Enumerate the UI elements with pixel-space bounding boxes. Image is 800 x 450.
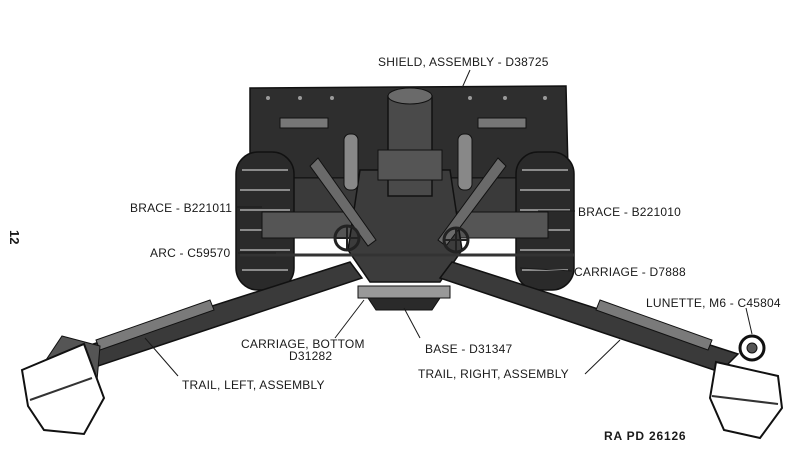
shield-bracket-right <box>477 117 527 129</box>
equilibrator-left <box>343 133 359 191</box>
brace-left <box>309 157 377 247</box>
equilibrator-right <box>457 133 473 191</box>
traverse-handwheel <box>333 224 361 252</box>
label-lunette: LUNETTE, M6 - C45804 <box>646 296 781 310</box>
shield-bracket-left <box>279 117 329 129</box>
page-number: 12 <box>7 230 22 245</box>
base-plate <box>367 297 441 311</box>
elevation-handwheel <box>442 226 470 254</box>
label-carriage-bottom: CARRIAGE, BOTTOM <box>241 337 365 351</box>
label-shield-assembly: SHIELD, ASSEMBLY - D38725 <box>378 55 549 69</box>
label-arc: ARC - C59570 <box>150 246 231 260</box>
label-carriage-bottom-code: D31282 <box>289 349 333 363</box>
leader-lines <box>144 69 753 377</box>
figure-code: RA PD 26126 <box>604 429 687 443</box>
label-trail-right: TRAIL, RIGHT, ASSEMBLY <box>418 367 569 381</box>
lunette-ring <box>738 334 766 362</box>
label-brace-right: BRACE - B221010 <box>578 205 682 219</box>
trail-right <box>438 261 784 440</box>
trail-left <box>20 261 364 436</box>
label-base: BASE - D31347 <box>425 342 513 356</box>
label-brace-left: BRACE - B221011 <box>130 201 233 215</box>
gun-barrel <box>377 87 443 197</box>
bottom-carriage <box>357 285 451 299</box>
label-trail-left: TRAIL, LEFT, ASSEMBLY <box>182 378 325 392</box>
label-carriage: CARRIAGE - D7888 <box>574 265 686 279</box>
